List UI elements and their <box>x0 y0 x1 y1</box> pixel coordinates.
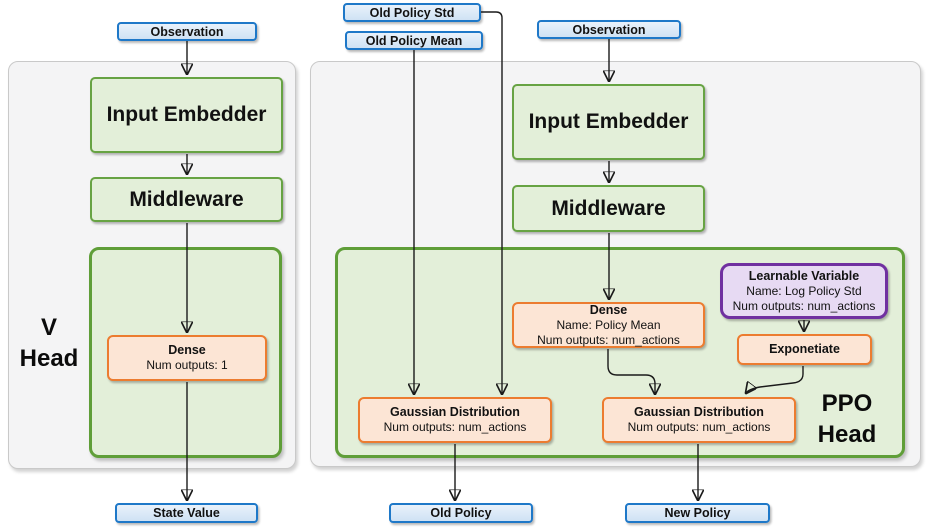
observation-right-label: Observation <box>572 22 646 37</box>
v-head-label: V Head <box>14 312 84 374</box>
observation-right-node: Observation <box>537 20 681 39</box>
learnable-variable-node: Learnable Variable Name: Log Policy Std … <box>720 263 888 319</box>
middleware-left-label: Middleware <box>129 187 244 211</box>
state-value-node: State Value <box>115 503 258 523</box>
dense-policy-node: Dense Name: Policy Mean Num outputs: num… <box>512 302 705 348</box>
old-policy-node: Old Policy <box>389 503 533 523</box>
middleware-left-node: Middleware <box>90 177 283 222</box>
gaussian-old-title: Gaussian Distribution <box>390 405 520 419</box>
observation-left-label: Observation <box>150 24 224 39</box>
gaussian-new-title: Gaussian Distribution <box>634 405 764 419</box>
gaussian-new-node: Gaussian Distribution Num outputs: num_a… <box>602 397 796 443</box>
exponetiate-node: Exponetiate <box>737 334 872 365</box>
exponetiate-label: Exponetiate <box>769 342 840 356</box>
learnable-variable-name: Name: Log Policy Std <box>746 283 862 298</box>
learnable-variable-title: Learnable Variable <box>748 268 860 283</box>
old-policy-std-node: Old Policy Std <box>343 3 481 22</box>
dense-policy-outputs: Num outputs: num_actions <box>537 332 680 347</box>
old-policy-std-label: Old Policy Std <box>369 5 455 20</box>
old-policy-label: Old Policy <box>430 506 492 520</box>
new-policy-label: New Policy <box>664 506 731 520</box>
gaussian-old-outputs: Num outputs: num_actions <box>383 420 527 434</box>
input-embedder-left-label: Input Embedder <box>106 103 267 126</box>
middleware-right-label: Middleware <box>551 196 666 220</box>
observation-left-node: Observation <box>117 22 257 41</box>
gaussian-old-node: Gaussian Distribution Num outputs: num_a… <box>358 397 552 443</box>
ppo-head-label-line1: PPO <box>821 390 873 417</box>
dense-policy-title: Dense <box>589 302 628 317</box>
dense-v-title: Dense <box>168 343 206 357</box>
dense-v-node: Dense Num outputs: 1 <box>107 335 267 381</box>
ppo-head-label: PPO Head <box>802 388 892 450</box>
input-embedder-right-label: Input Embedder <box>528 110 689 133</box>
dense-policy-name: Name: Policy Mean <box>556 317 661 332</box>
learnable-variable-outputs: Num outputs: num_actions <box>732 298 876 313</box>
v-head-label-line2: Head <box>19 345 79 372</box>
middleware-right-node: Middleware <box>512 185 705 232</box>
old-policy-mean-label: Old Policy Mean <box>365 33 463 48</box>
v-head-label-line1: V <box>40 314 57 341</box>
gaussian-new-outputs: Num outputs: num_actions <box>627 420 771 434</box>
new-policy-node: New Policy <box>625 503 770 523</box>
input-embedder-left-node: Input Embedder <box>90 77 283 153</box>
input-embedder-right-node: Input Embedder <box>512 84 705 160</box>
dense-v-outputs: Num outputs: 1 <box>146 358 228 372</box>
old-policy-mean-node: Old Policy Mean <box>345 31 483 50</box>
state-value-label: State Value <box>153 506 220 520</box>
ppo-head-label-line2: Head <box>817 421 877 448</box>
